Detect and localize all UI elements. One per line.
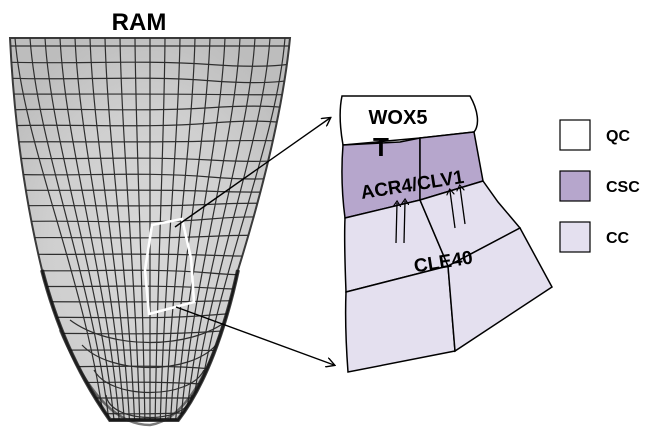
legend-swatch-csc <box>560 171 590 201</box>
panel-title: RAM <box>112 9 167 36</box>
qc-label: WOX5 <box>369 107 428 129</box>
zoomed-cell-schematic <box>340 96 552 372</box>
legend: QC CSC CC <box>560 120 640 252</box>
legend-label-cc: CC <box>606 230 630 247</box>
legend-label-qc: QC <box>606 128 630 145</box>
legend-swatch-cc <box>560 222 590 252</box>
legend-label-csc: CSC <box>606 179 640 196</box>
legend-swatch-qc <box>560 120 590 150</box>
inhibition-symbol: T <box>373 132 389 162</box>
